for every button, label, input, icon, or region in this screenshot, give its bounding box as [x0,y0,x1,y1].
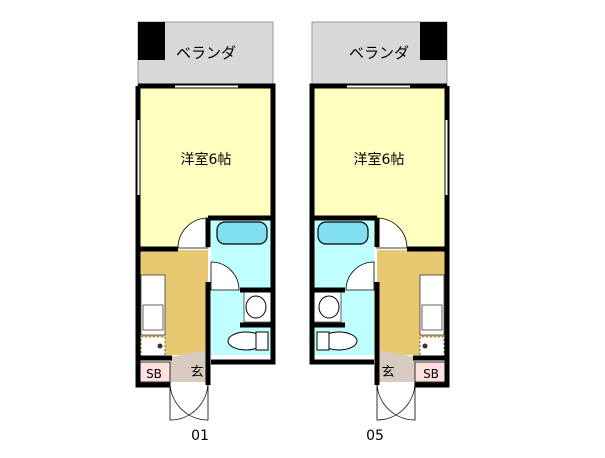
unit-05 [312,22,448,420]
balcony-label: ベランダ [176,44,236,62]
entrance-label: 玄 [190,365,203,380]
balcony-label: ベランダ [349,44,409,62]
unit-number: 01 [191,428,209,444]
unit-01 [137,22,273,420]
room-label: 洋室6帖 [354,151,405,168]
room-label: 洋室6帖 [181,151,232,168]
shoebox-label: SB [146,367,162,381]
entrance-label: 玄 [381,365,394,380]
shoebox-label: SB [423,367,439,381]
unit-number: 05 [366,428,384,444]
